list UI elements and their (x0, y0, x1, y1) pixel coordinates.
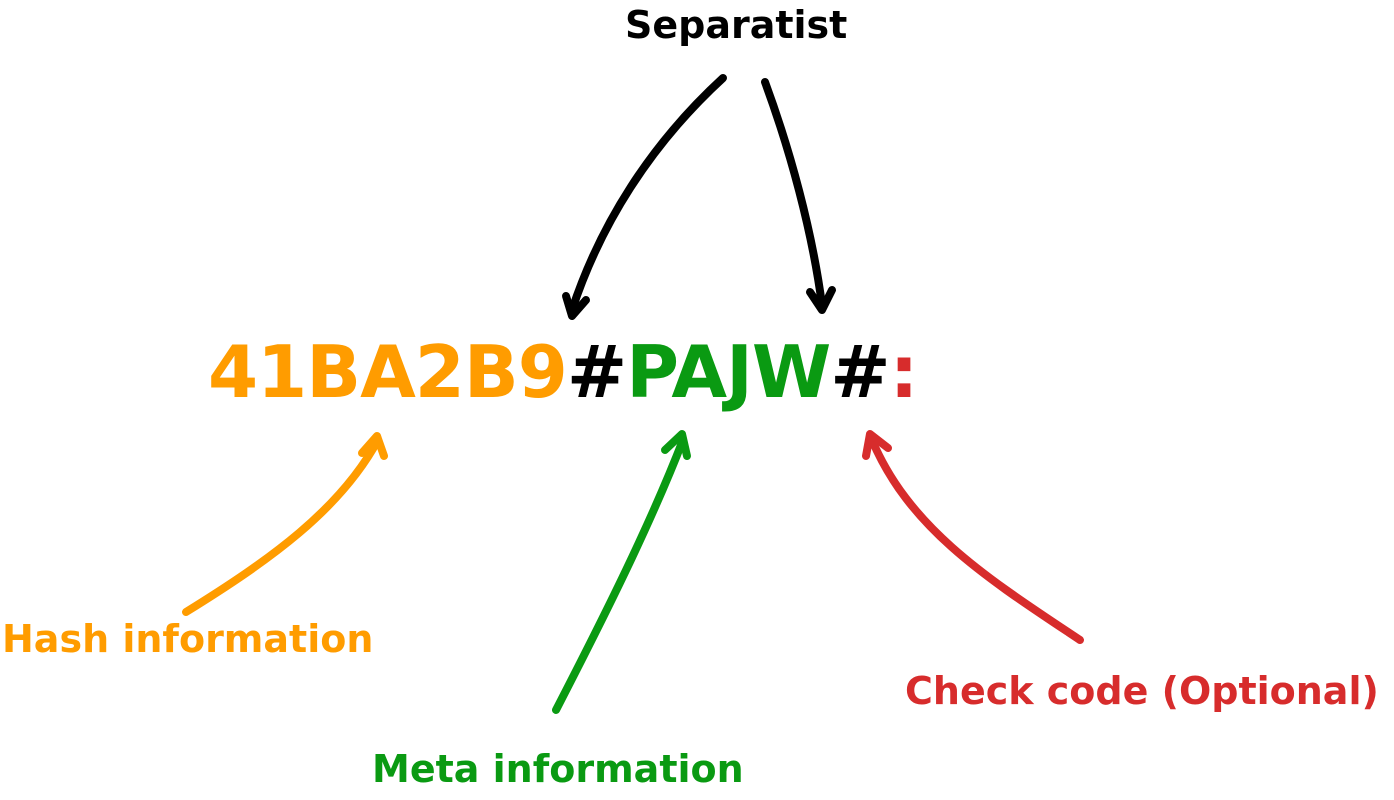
check-code-label: Check code (Optional) (905, 669, 1379, 713)
meta-segment: PAJW (626, 330, 831, 414)
check-segment: : (889, 330, 919, 414)
hash-information-label: Hash information (2, 617, 374, 661)
separator-1: # (566, 330, 627, 414)
separatist-label: Separatist (625, 3, 848, 47)
separator-2-arrow (761, 78, 836, 314)
code-string: 41BA2B9#PAJW#: (208, 330, 919, 414)
separator-2: # (830, 330, 890, 414)
meta-information-label: Meta information (372, 747, 744, 791)
meta-arrow (552, 430, 691, 714)
separator-1-arrow (562, 74, 727, 320)
check-arrow (862, 430, 1084, 644)
hash-segment: 41BA2B9 (208, 330, 568, 414)
hash-arrow (182, 432, 388, 616)
